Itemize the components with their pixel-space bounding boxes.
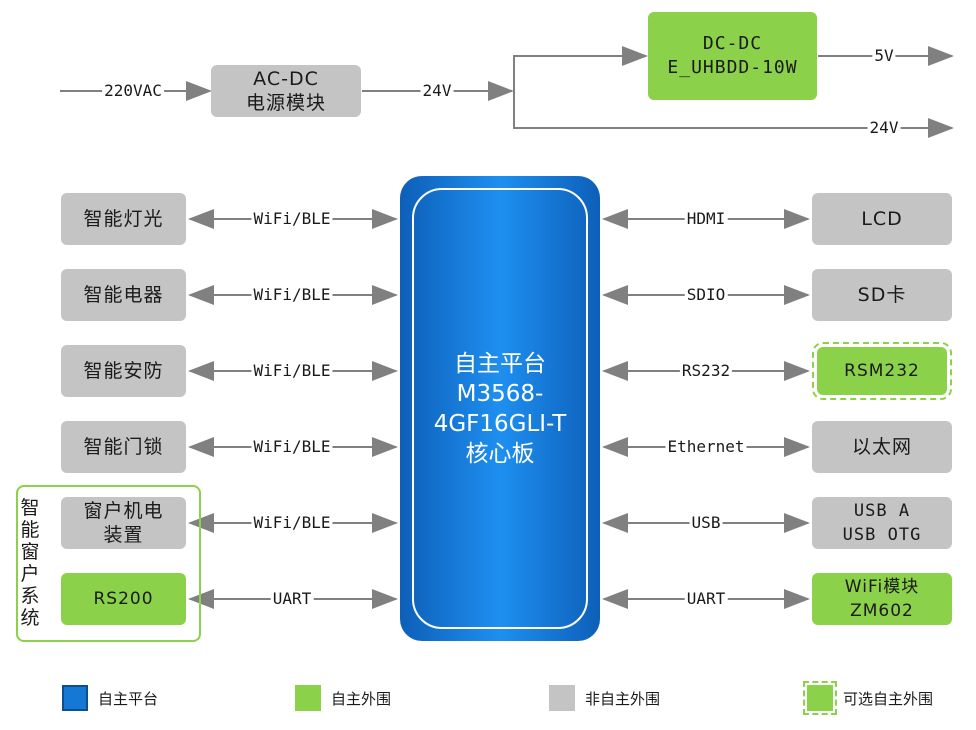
left-box-appliances: 智能电器 (61, 269, 186, 321)
legend-optional-peripheral: 可选自主外围 (803, 681, 934, 715)
legend-label: 自主平台 (98, 689, 159, 708)
core-line4: 核心板 (465, 440, 535, 467)
legend-label: 可选自主外围 (843, 689, 934, 708)
right-box-rsm232: RSM232 (812, 342, 952, 400)
5v-output-label: 5V (872, 46, 896, 66)
dcdc-line1: DC-DC (702, 33, 763, 54)
right-link-label: UART (684, 589, 728, 609)
left-box-label: 智能安防 (83, 360, 164, 382)
left-box-lighting: 智能灯光 (61, 193, 186, 245)
right-box-label: 以太网 (851, 436, 912, 458)
split-line-bottom (513, 91, 954, 138)
legend-label: 自主外围 (331, 689, 392, 708)
core-line2: M3568- (456, 380, 544, 407)
left-box-label: 窗户机电 (83, 500, 164, 522)
right-box-ethernet: 以太网 (812, 421, 952, 473)
right-box-label: ZM602 (850, 601, 914, 621)
left-box-label: 智能灯光 (83, 208, 164, 230)
right-box-label: RSM232 (844, 361, 920, 381)
core-line3: 4GF16GLI-T (433, 410, 567, 437)
right-box-label: USB OTG (842, 525, 922, 545)
dcdc-line2: E_UHBDD-10W (667, 57, 798, 78)
power-input-label: 220VAC (102, 81, 164, 101)
left-box-rs200: RS200 (61, 573, 186, 625)
split-line-top (513, 46, 648, 91)
acdc-line1: AC-DC (253, 68, 319, 90)
window-system-group (16, 485, 201, 642)
legend-swatch-green-dashed (803, 681, 837, 715)
left-link-label: WiFi/BLE (251, 361, 333, 381)
right-link-label: USB (689, 513, 723, 533)
right-box-wifi-module: WiFi模块 ZM602 (812, 573, 952, 625)
left-box-label: 智能门锁 (83, 436, 164, 458)
right-link-label: RS232 (679, 361, 733, 381)
right-box-usb: USB A USB OTG (812, 497, 952, 549)
core-line1: 自主平台 (454, 350, 546, 377)
left-link-label: WiFi/BLE (251, 513, 333, 533)
legend-label: 非自主外围 (585, 689, 661, 708)
window-system-label: 智能窗户系统 (20, 497, 40, 629)
24v-mid-label: 24V (420, 81, 454, 101)
left-link-label: UART (270, 589, 314, 609)
left-link-label: WiFi/BLE (251, 209, 333, 229)
dcdc-module: DC-DC E_UHBDD-10W (648, 12, 817, 100)
legend-swatch-green (295, 685, 321, 711)
core-board-inner: 自主平台 M3568- 4GF16GLI-T 核心板 (412, 188, 588, 629)
right-box-label: SD卡 (857, 284, 907, 306)
right-link-label: SDIO (684, 285, 728, 305)
right-link-label: Ethernet (665, 437, 747, 457)
legend-own-peripheral: 自主外围 (295, 685, 391, 711)
legend-swatch-gray (549, 685, 575, 711)
legend-third-party-peripheral: 非自主外围 (549, 685, 660, 711)
right-box-label: LCD (861, 208, 903, 230)
24v-output-label: 24V (867, 118, 901, 138)
left-box-doorlock: 智能门锁 (61, 421, 186, 473)
left-box-window-motor: 窗户机电 装置 (61, 497, 186, 549)
left-box-label: 装置 (103, 524, 144, 546)
left-link-label: WiFi/BLE (251, 285, 333, 305)
legend-swatch-blue (62, 685, 88, 711)
right-box-label: USB A (853, 501, 911, 521)
acdc-line2: 电源模块 (245, 92, 326, 114)
left-box-label: 智能电器 (83, 284, 164, 306)
left-box-label: RS200 (93, 589, 154, 609)
right-box-label: WiFi模块 (844, 577, 920, 597)
core-board: 自主平台 M3568- 4GF16GLI-T 核心板 (400, 176, 600, 641)
right-box-sdcard: SD卡 (812, 269, 952, 321)
right-box-lcd: LCD (812, 193, 952, 245)
legend-core-platform: 自主平台 (62, 685, 158, 711)
left-box-security: 智能安防 (61, 345, 186, 397)
right-link-label: HDMI (684, 209, 728, 229)
acdc-power-module: AC-DC 电源模块 (211, 65, 361, 117)
left-link-label: WiFi/BLE (251, 437, 333, 457)
